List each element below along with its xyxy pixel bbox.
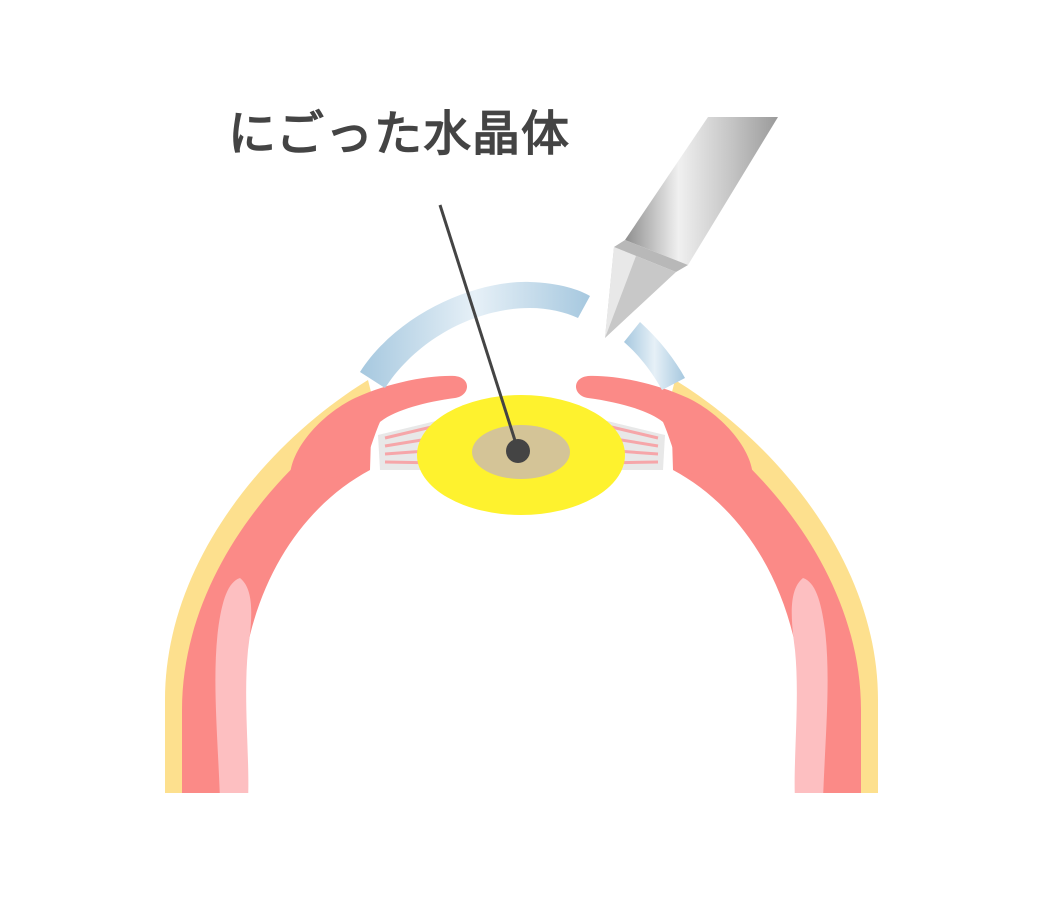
- pointer-dot: [506, 439, 530, 463]
- surgical-probe-icon: [605, 117, 778, 338]
- cornea-incision-flap: [624, 322, 685, 390]
- cloudy-lens-label: にごった水晶体: [228, 106, 571, 162]
- cornea: [360, 281, 590, 388]
- iris-ciliary-left: [290, 375, 468, 480]
- iris-ciliary-right: [575, 375, 753, 480]
- pointer-line: [438, 204, 520, 451]
- retina: [791, 578, 828, 793]
- retina: [215, 578, 252, 793]
